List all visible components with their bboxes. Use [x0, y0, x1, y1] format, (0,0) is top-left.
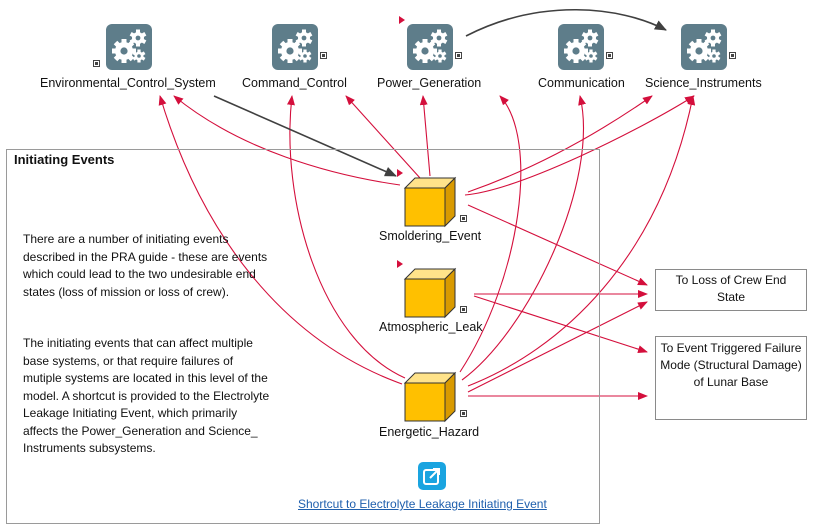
- flag-icon: [397, 260, 403, 268]
- flag-icon: [399, 16, 405, 24]
- expand-icon[interactable]: [320, 52, 327, 59]
- connection-arrow: [464, 95, 695, 196]
- panel-paragraph-2: The initiating events that can affect mu…: [23, 336, 270, 455]
- shortcut-icon[interactable]: [418, 462, 446, 490]
- cube-icon: [403, 267, 457, 319]
- gears-icon: [106, 24, 152, 70]
- expand-icon[interactable]: [460, 410, 467, 417]
- end-state-loss-of-crew[interactable]: To Loss of Crew End State: [655, 269, 807, 311]
- connection-arrow: [465, 9, 667, 37]
- connection-arrow: [213, 95, 397, 177]
- connection-arrow: [459, 95, 522, 373]
- connection-arrow: [461, 95, 586, 381]
- system-label: Power_Generation: [377, 76, 482, 90]
- gears-icon: [407, 24, 453, 70]
- gears-icon: [558, 24, 604, 70]
- end-state-structural-damage[interactable]: To Event Triggered Failure Mode (Structu…: [655, 336, 807, 420]
- cube-icon: [403, 176, 457, 228]
- expand-icon[interactable]: [729, 52, 736, 59]
- system-label: Environmental_Control_System: [40, 76, 216, 90]
- gears-icon: [272, 24, 318, 70]
- gears-icon: [681, 24, 727, 70]
- connection-arrow: [345, 95, 421, 179]
- expand-icon[interactable]: [460, 215, 467, 222]
- connection-arrow: [473, 295, 648, 354]
- flag-icon: [397, 169, 403, 177]
- system-label: Communication: [538, 76, 625, 90]
- connection-arrow: [419, 95, 431, 177]
- event-label: Atmospheric_Leak: [379, 320, 483, 334]
- connection-arrow: [467, 301, 648, 393]
- connection-arrow: [158, 95, 403, 385]
- system-label: Command_Control: [242, 76, 347, 90]
- event-label: Smoldering_Event: [379, 229, 482, 243]
- initiating-events-panel: [6, 149, 600, 524]
- connection-arrow: [286, 95, 406, 379]
- expand-icon[interactable]: [606, 52, 613, 59]
- connection-arrow: [467, 95, 696, 387]
- expand-icon[interactable]: [460, 306, 467, 313]
- connection-arrow: [467, 95, 653, 193]
- event-label: Energetic_Hazard: [379, 425, 480, 439]
- shortcut-link[interactable]: Shortcut to Electrolyte Leakage Initiati…: [298, 497, 547, 511]
- cube-icon: [403, 371, 457, 423]
- expand-icon[interactable]: [455, 52, 462, 59]
- connection-arrow: [173, 95, 401, 186]
- panel-paragraph-1: There are a number of initiating events …: [23, 232, 268, 299]
- expand-icon[interactable]: [93, 60, 100, 67]
- panel-title: Initiating Events: [14, 152, 115, 167]
- system-label: Science_Instruments: [645, 76, 762, 90]
